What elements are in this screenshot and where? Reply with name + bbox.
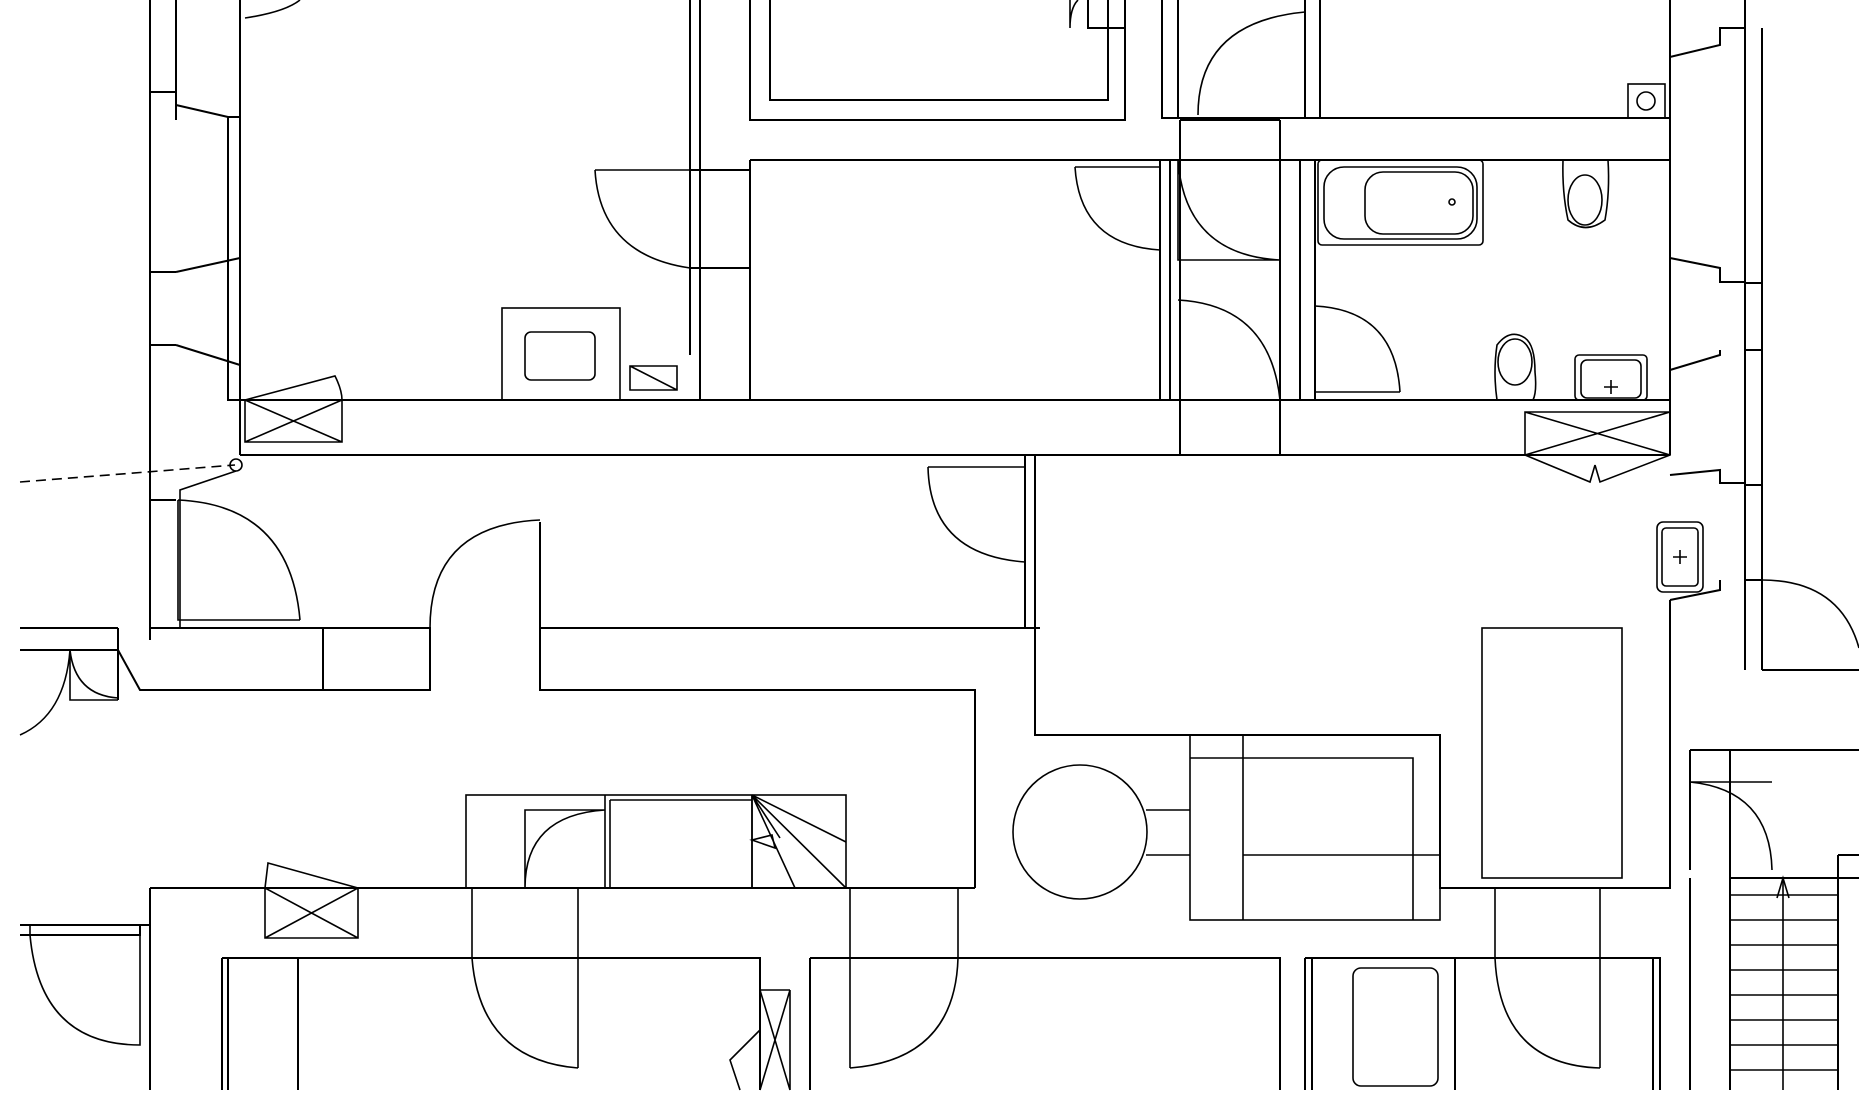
- bathroom-fixtures: [1317, 83, 1666, 401]
- staircase: [1730, 875, 1838, 1090]
- vents: [244, 365, 1671, 1091]
- units: [465, 307, 1704, 1087]
- doors: [19, 0, 1859, 1069]
- walls: [20, 0, 1859, 1090]
- projection-line: [19, 458, 243, 628]
